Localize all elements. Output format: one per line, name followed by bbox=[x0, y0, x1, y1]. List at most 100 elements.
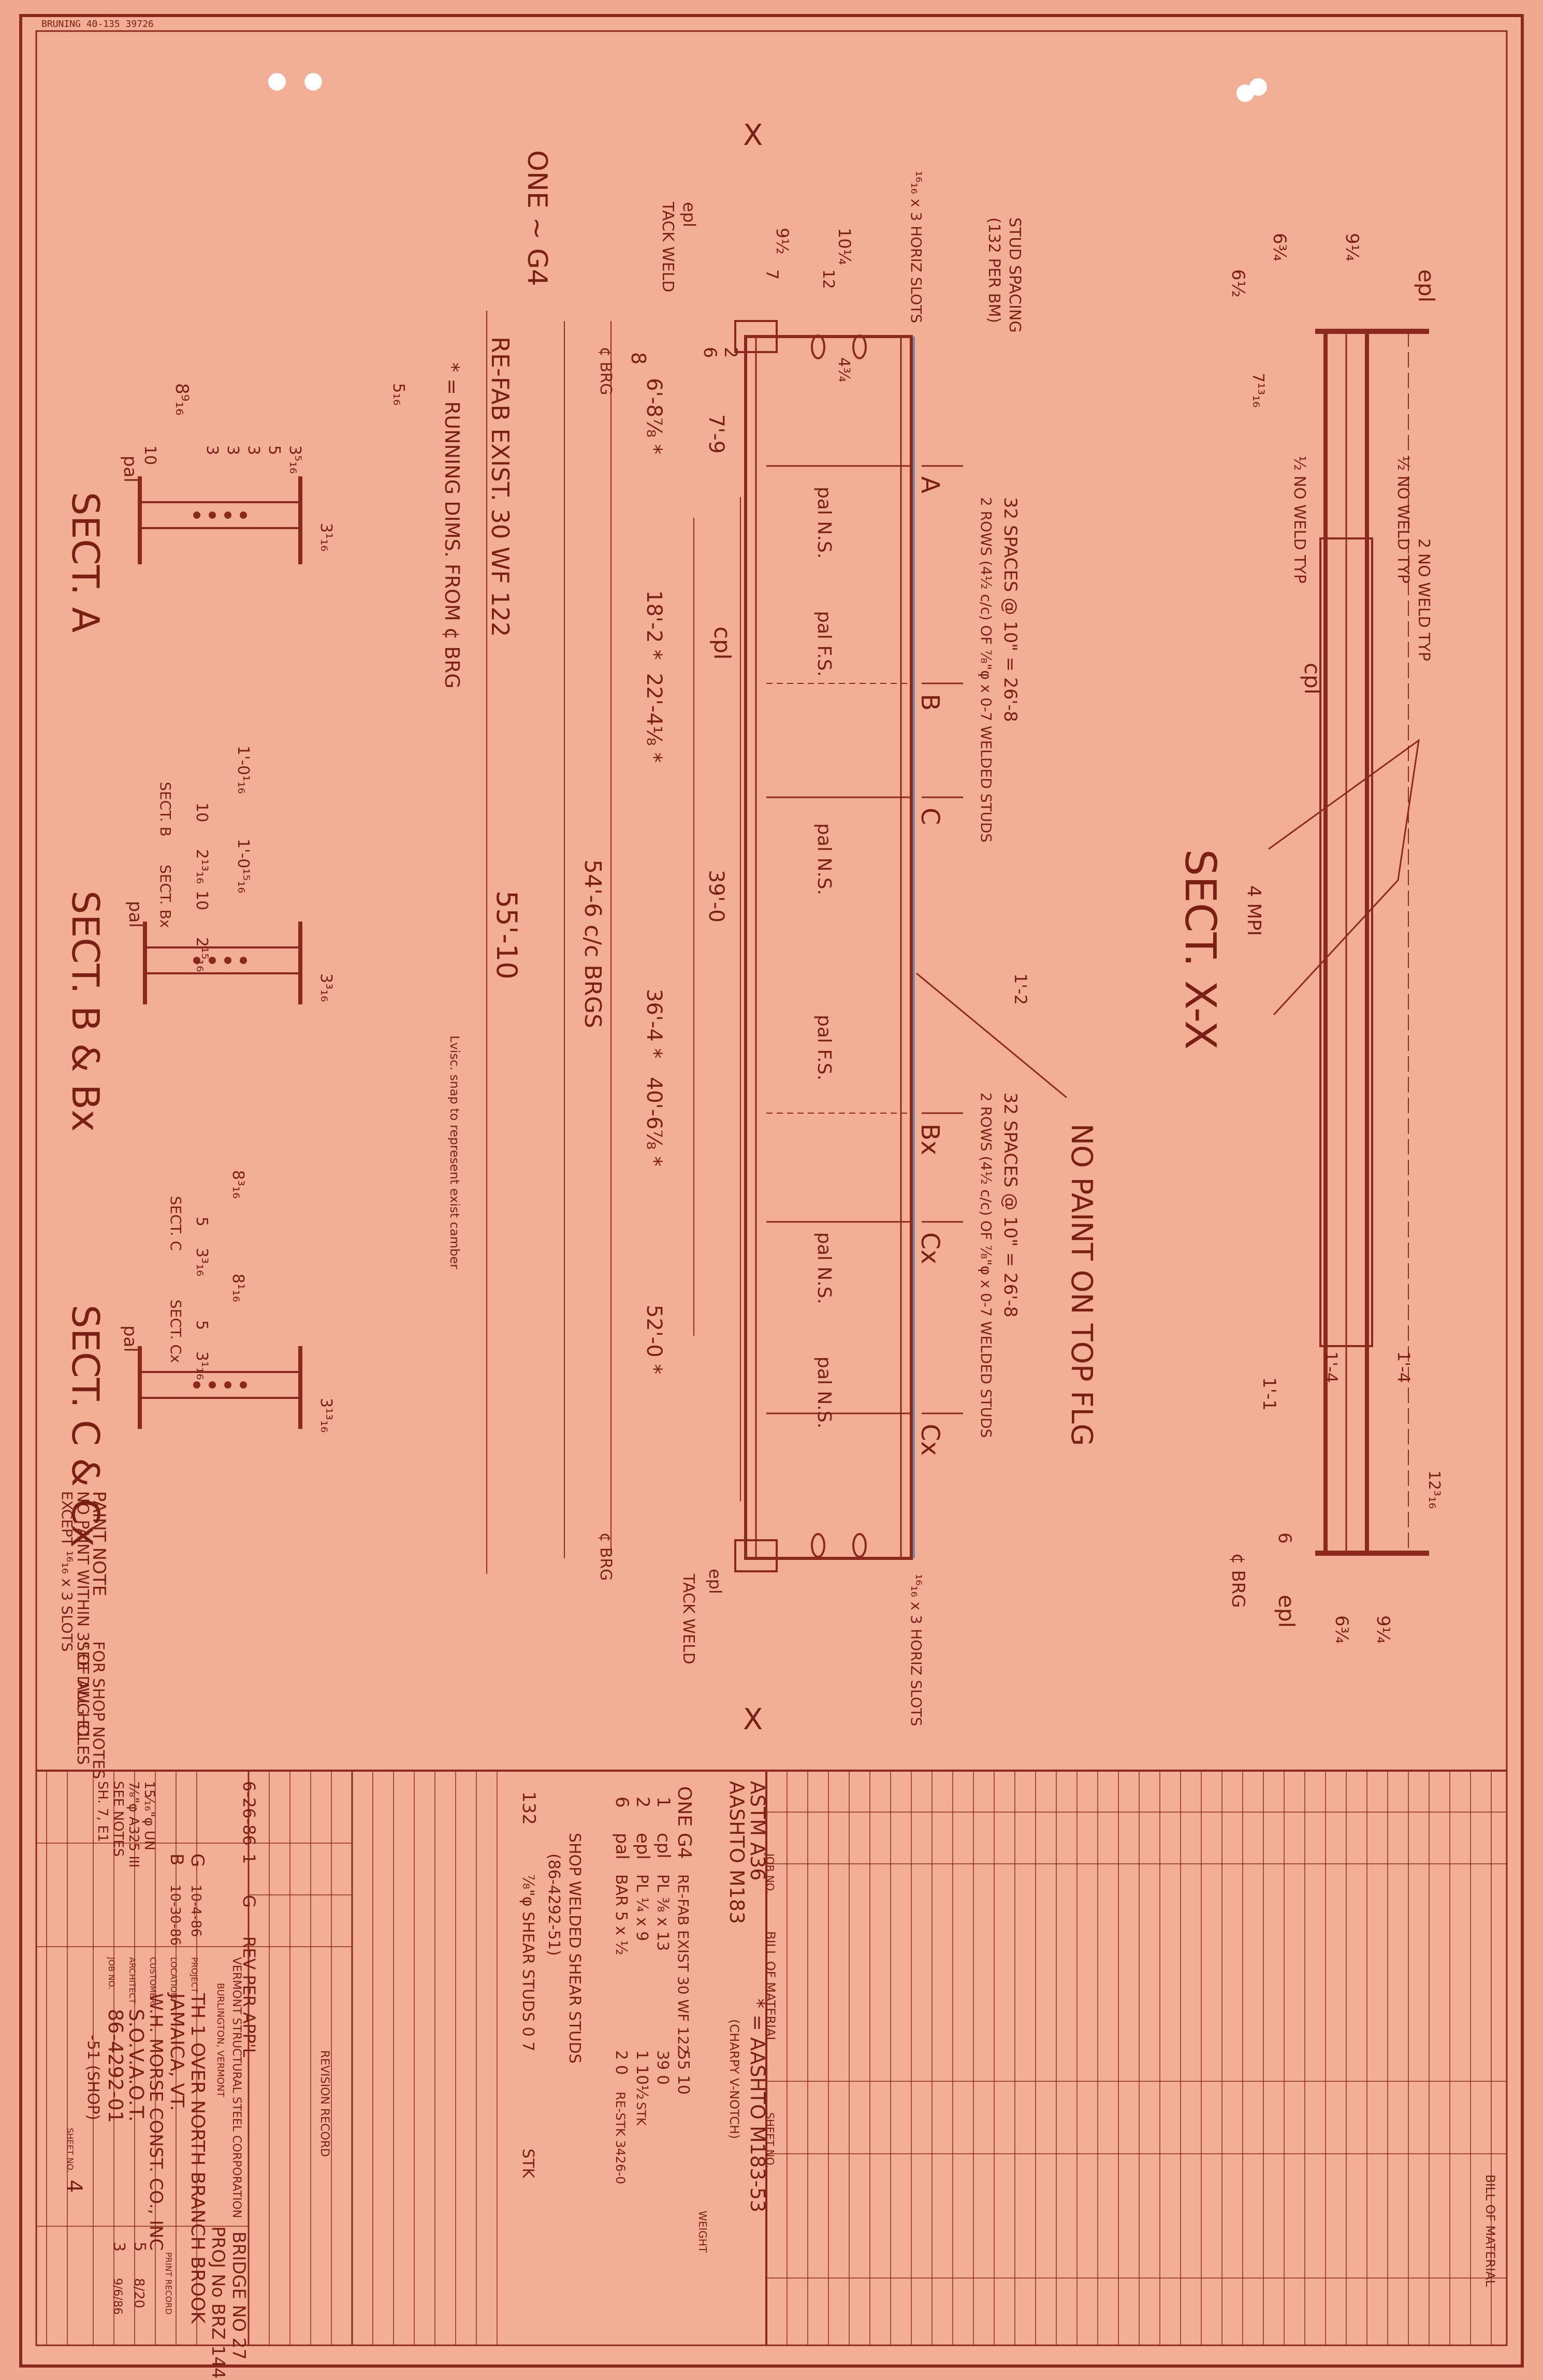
svg-text:BURLINGTON, VERMONT: BURLINGTON, VERMONT bbox=[215, 1983, 226, 2098]
svg-text:3: 3 bbox=[224, 445, 242, 455]
svg-text:SECT. Bx: SECT. Bx bbox=[157, 865, 174, 928]
svg-text:EXCEPT ¹⁶₁₆ x 3 SLOTS: EXCEPT ¹⁶₁₆ x 3 SLOTS bbox=[59, 1491, 76, 1652]
svg-text:RE-FAB EXIST 30 WF 122: RE-FAB EXIST 30 WF 122 bbox=[675, 1874, 692, 2054]
svg-text:3¹₁₆: 3¹₁₆ bbox=[193, 1351, 211, 1380]
svg-text:9¼: 9¼ bbox=[1373, 1615, 1393, 1644]
detail-sections: SECT. A 8⁹₁₆ 10 3 3 3 5 3⁵₁₆ 5₁₆ 3¹₁₆ pa… bbox=[64, 383, 407, 1547]
svg-text:(CHARPY V-NOTCH): (CHARPY V-NOTCH) bbox=[727, 2019, 741, 2139]
svg-text:(132 PER BM): (132 PER BM) bbox=[985, 217, 1003, 323]
svg-text:STUD SPACING: STUD SPACING bbox=[1006, 217, 1024, 333]
svg-text:TACK WELD: TACK WELD bbox=[659, 201, 677, 293]
title-block-area: BILL OF MATERIAL BILL OF MATERIAL JOB NO… bbox=[36, 1770, 1507, 2380]
svg-text:SEE DWG E1: SEE DWG E1 bbox=[74, 1641, 92, 1740]
svg-text:3¹₁₆: 3¹₁₆ bbox=[317, 523, 335, 551]
svg-text:PROJ No BRZ 1442(9): PROJ No BRZ 1442(9) bbox=[208, 2226, 228, 2380]
svg-text:5₁₆: 5₁₆ bbox=[389, 383, 407, 405]
svg-text:pal F.S.: pal F.S. bbox=[813, 1015, 835, 1081]
svg-text:¹⁶₁₆ x 3 HORIZ SLOTS: ¹⁶₁₆ x 3 HORIZ SLOTS bbox=[908, 171, 925, 323]
girder-subtitle: RE-FAB EXIST. 30 WF 122 bbox=[486, 337, 514, 637]
svg-text:G4: G4 bbox=[674, 1833, 695, 1859]
sheet-number: 4 bbox=[62, 2180, 86, 2193]
svg-text:8/20: 8/20 bbox=[131, 2278, 147, 2308]
svg-text:1 10½: 1 10½ bbox=[633, 2050, 651, 2100]
svg-text:12: 12 bbox=[819, 269, 837, 289]
section-cut-x-top: X bbox=[743, 119, 763, 152]
svg-text:36'-4 *: 36'-4 * bbox=[642, 989, 666, 1059]
sect-c-title: SECT. C & Cx bbox=[64, 1305, 107, 1547]
svg-text:3: 3 bbox=[244, 445, 263, 455]
svg-text:6½: 6½ bbox=[1228, 269, 1248, 298]
girder-title: ONE ~ G4 bbox=[521, 150, 552, 286]
svg-text:pal N.S.: pal N.S. bbox=[813, 1356, 835, 1428]
svg-text:3⁵₁₆: 3⁵₁₆ bbox=[286, 445, 304, 474]
svg-text:FOR SHOP NOTES: FOR SHOP NOTES bbox=[89, 1641, 107, 1779]
svg-text:¢ BRG: ¢ BRG bbox=[596, 1532, 615, 1581]
svg-text:WEIGHT: WEIGHT bbox=[696, 2211, 709, 2253]
svg-text:8³₁₆: 8³₁₆ bbox=[229, 1170, 247, 1199]
bom-grid bbox=[766, 1771, 1507, 2345]
svg-text:52'-0 *: 52'-0 * bbox=[642, 1305, 666, 1375]
punch-hole bbox=[1249, 78, 1267, 96]
svg-text:JAMAICA, VT.: JAMAICA, VT. bbox=[166, 1992, 187, 2111]
svg-text:RE-STK 3426-0: RE-STK 3426-0 bbox=[613, 2092, 628, 2184]
svg-text:ASTM A36: ASTM A36 bbox=[746, 1781, 769, 1881]
svg-text:1: 1 bbox=[653, 1797, 674, 1808]
svg-text:10: 10 bbox=[193, 890, 211, 910]
svg-text:CUSTOMER: CUSTOMER bbox=[148, 1957, 158, 2004]
svg-text:ONE: ONE bbox=[674, 1786, 695, 1827]
section-cut-x-bottom: X bbox=[743, 1703, 763, 1736]
svg-text:STK: STK bbox=[519, 2149, 537, 2179]
svg-text:39 0: 39 0 bbox=[653, 2050, 672, 2085]
punch-hole bbox=[268, 73, 286, 91]
svg-text:3³₁₆: 3³₁₆ bbox=[193, 1248, 211, 1276]
svg-text:12³₁₆: 12³₁₆ bbox=[1425, 1470, 1443, 1509]
svg-text:1'-2: 1'-2 bbox=[1011, 973, 1030, 1005]
svg-text:6: 6 bbox=[700, 347, 720, 358]
svg-text:pal: pal bbox=[125, 901, 145, 928]
section-mark-cx: Cx bbox=[915, 1232, 944, 1264]
svg-text:55 10: 55 10 bbox=[674, 2050, 692, 2095]
overall-length: 55'-10 bbox=[490, 890, 523, 980]
svg-text:SEE NOTES: SEE NOTES bbox=[110, 1781, 126, 1857]
revision-grid bbox=[249, 1771, 498, 2345]
svg-text:B: B bbox=[166, 1853, 187, 1865]
job-number: 86-4292-01 bbox=[104, 2009, 127, 2123]
svg-text:-51 (SHOP): -51 (SHOP) bbox=[84, 2035, 102, 2120]
svg-text:4 MPI: 4 MPI bbox=[1243, 885, 1264, 936]
svg-text:PAINT NOTE: PAINT NOTE bbox=[89, 1491, 109, 1596]
svg-text:pal: pal bbox=[120, 1325, 140, 1352]
svg-text:40'-6⅞ *: 40'-6⅞ * bbox=[642, 1077, 666, 1166]
svg-text:9½: 9½ bbox=[773, 228, 792, 254]
stud-note-top-1: 32 SPACES @ 10" = 26'-8 bbox=[1000, 497, 1021, 722]
svg-text:2: 2 bbox=[720, 347, 741, 358]
svg-text:2¹³₁₆: 2¹³₁₆ bbox=[193, 849, 211, 884]
svg-text:PROJECT: PROJECT bbox=[190, 1957, 199, 1993]
section-mark-b: B bbox=[915, 694, 944, 711]
section-x-x-title: SECT. X-X bbox=[1175, 849, 1225, 1049]
svg-text:6¾: 6¾ bbox=[1269, 233, 1290, 261]
stud-note-bot-1: 32 SPACES @ 10" = 26'-8 bbox=[1000, 1092, 1021, 1318]
svg-text:10-4-86: 10-4-86 bbox=[188, 1885, 203, 1937]
svg-text:9/6/86: 9/6/86 bbox=[111, 2278, 124, 2315]
svg-text:SECT. B: SECT. B bbox=[157, 782, 174, 837]
svg-text:JOB NO.: JOB NO. bbox=[107, 1956, 117, 1989]
svg-text:G: G bbox=[239, 1895, 259, 1908]
outer-border bbox=[19, 14, 1524, 2368]
svg-text:BAR 5 x ½: BAR 5 x ½ bbox=[612, 1874, 630, 1955]
svg-text:22'-4⅛ *: 22'-4⅛ * bbox=[642, 673, 666, 763]
svg-text:7¹³₁₆: 7¹³₁₆ bbox=[1249, 373, 1267, 407]
bom-title: BILL OF MATERIAL bbox=[1483, 2174, 1497, 2287]
svg-text:6: 6 bbox=[612, 1797, 632, 1808]
svg-text:Lvisc. snap to represent exist: Lvisc. snap to represent exist camber bbox=[447, 1035, 462, 1269]
svg-text:2¹⁵₁₆: 2¹⁵₁₆ bbox=[193, 937, 211, 972]
svg-text:½ NO WELD TYP: ½ NO WELD TYP bbox=[1290, 456, 1308, 583]
svg-text:5: 5 bbox=[193, 1320, 211, 1330]
svg-text:5: 5 bbox=[193, 1217, 211, 1226]
svg-text:2 NO WELD TYP: 2 NO WELD TYP bbox=[1415, 538, 1433, 661]
svg-text:BILL OF MATERIAL: BILL OF MATERIAL bbox=[763, 1931, 778, 2043]
stud-note-top-2: 2 ROWS (4½ c/c) OF ⅞"φ x 0-7 WELDED STUD… bbox=[978, 497, 995, 842]
svg-text:ARCHITECT: ARCHITECT bbox=[127, 1957, 137, 2004]
svg-text:PRINT RECORD: PRINT RECORD bbox=[164, 2252, 173, 2315]
section-mark-c: C bbox=[915, 808, 944, 825]
